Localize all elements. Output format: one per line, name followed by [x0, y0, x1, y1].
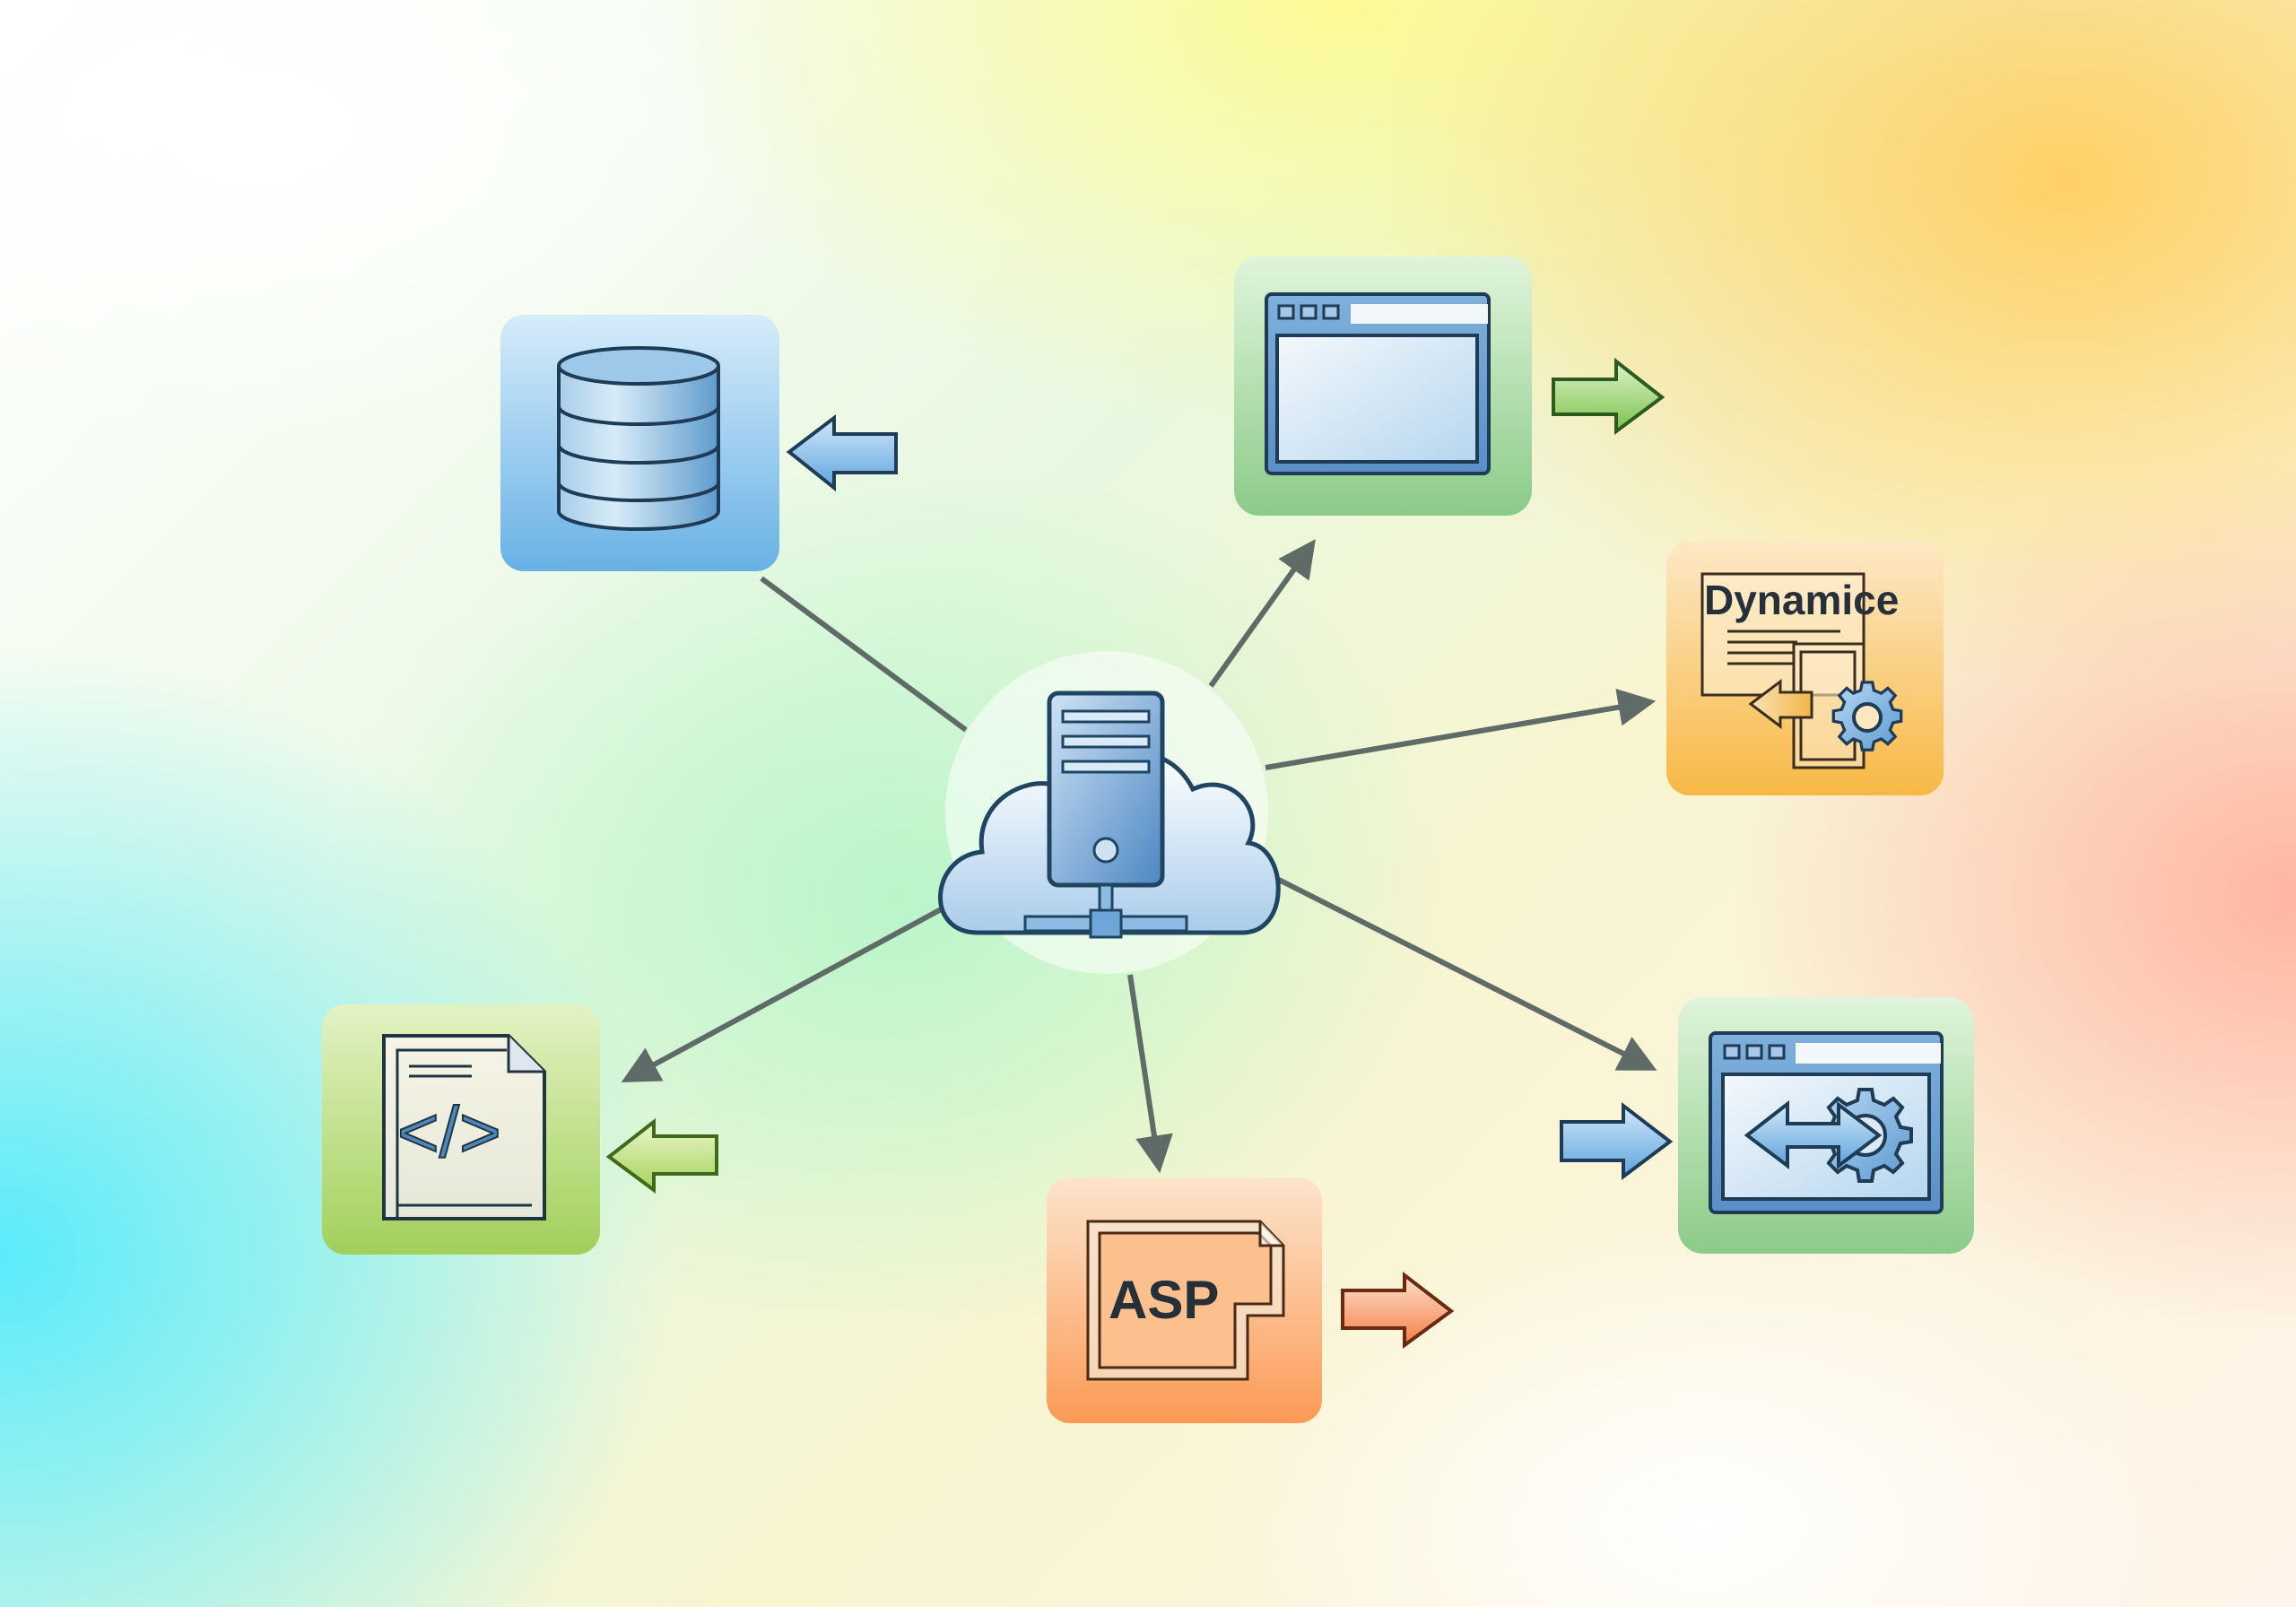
- inbound-arrow: [605, 1117, 718, 1194]
- browser-window-icon: [1265, 292, 1491, 475]
- connector-code-file: [621, 899, 956, 1082]
- node-web-page[interactable]: [1234, 256, 1665, 516]
- connectors: [621, 539, 1657, 1174]
- browser-sync-gear-icon: [1709, 1031, 1944, 1214]
- cloud-server-icon: [938, 691, 1281, 939]
- connector-web-page: [1208, 539, 1316, 688]
- node-dynamic-content-label: Dynamice: [1704, 577, 1899, 623]
- gear-icon: [1831, 681, 1903, 751]
- node-code-file[interactable]: </>: [322, 1004, 718, 1255]
- connector-dynamic-content: [1265, 688, 1657, 770]
- inbound-arrow: [1560, 1101, 1674, 1180]
- node-asp-page[interactable]: ASP: [1047, 1177, 1455, 1423]
- inbound-arrow: [786, 413, 898, 492]
- outbound-arrow: [1552, 357, 1665, 435]
- asp-document-icon: [1086, 1220, 1285, 1381]
- node-code-file-label: </>: [397, 1092, 501, 1172]
- node-web-app[interactable]: [1560, 997, 1974, 1254]
- outbound-arrow: [1341, 1271, 1455, 1349]
- connector-web-app: [1270, 873, 1657, 1071]
- connector-asp-page: [1127, 974, 1173, 1174]
- dynamic-document-gear-icon: [1700, 572, 1903, 769]
- node-database[interactable]: [500, 315, 898, 571]
- node-asp-page-label: ASP: [1109, 1270, 1219, 1330]
- node-dynamic-content[interactable]: Dynamice: [1666, 542, 1944, 795]
- database-icon: [557, 346, 720, 531]
- hub-cloud-server[interactable]: [938, 651, 1281, 974]
- connector-database: [760, 576, 968, 733]
- code-file-icon: [382, 1034, 546, 1220]
